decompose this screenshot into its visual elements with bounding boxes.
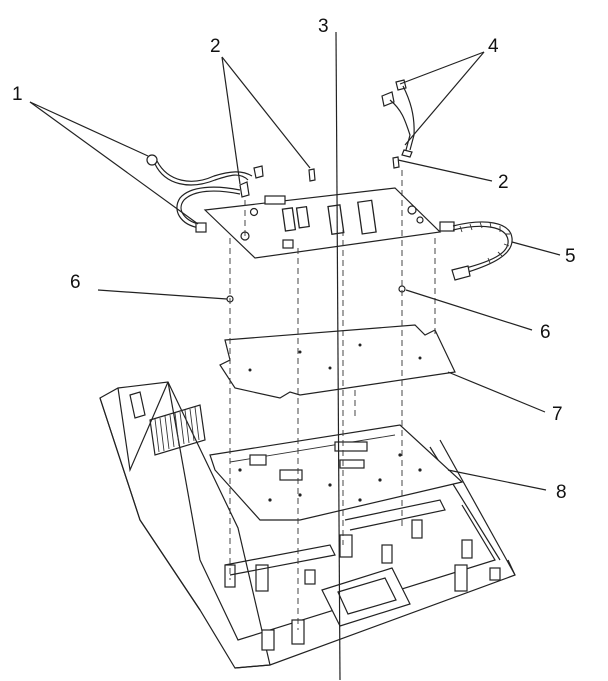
callout-6-right: 6 bbox=[540, 322, 551, 343]
callout-6-left: 6 bbox=[70, 272, 81, 293]
connector-opening bbox=[321, 567, 411, 627]
board-8 bbox=[209, 424, 464, 521]
callout-8: 8 bbox=[556, 482, 567, 503]
circuit-board-3 bbox=[203, 187, 442, 259]
cable-4 bbox=[381, 79, 415, 158]
leader-lines bbox=[29, 31, 561, 681]
callout-5: 5 bbox=[565, 246, 576, 267]
base-housing bbox=[99, 381, 516, 669]
assembly-lines bbox=[229, 170, 436, 630]
callouts: 1 2 3 4 2 5 6 6 7 8 bbox=[12, 16, 576, 503]
callout-2-right: 2 bbox=[498, 172, 509, 193]
cable-5 bbox=[439, 221, 513, 281]
cable-1 bbox=[146, 154, 253, 233]
callout-2-left: 2 bbox=[210, 36, 221, 57]
screws-2 bbox=[239, 156, 400, 198]
callout-4: 4 bbox=[488, 36, 499, 57]
callout-1: 1 bbox=[12, 84, 23, 105]
callout-3: 3 bbox=[318, 16, 329, 37]
vent-grill bbox=[149, 404, 206, 456]
washers-6 bbox=[226, 285, 406, 303]
callout-7: 7 bbox=[552, 404, 563, 425]
